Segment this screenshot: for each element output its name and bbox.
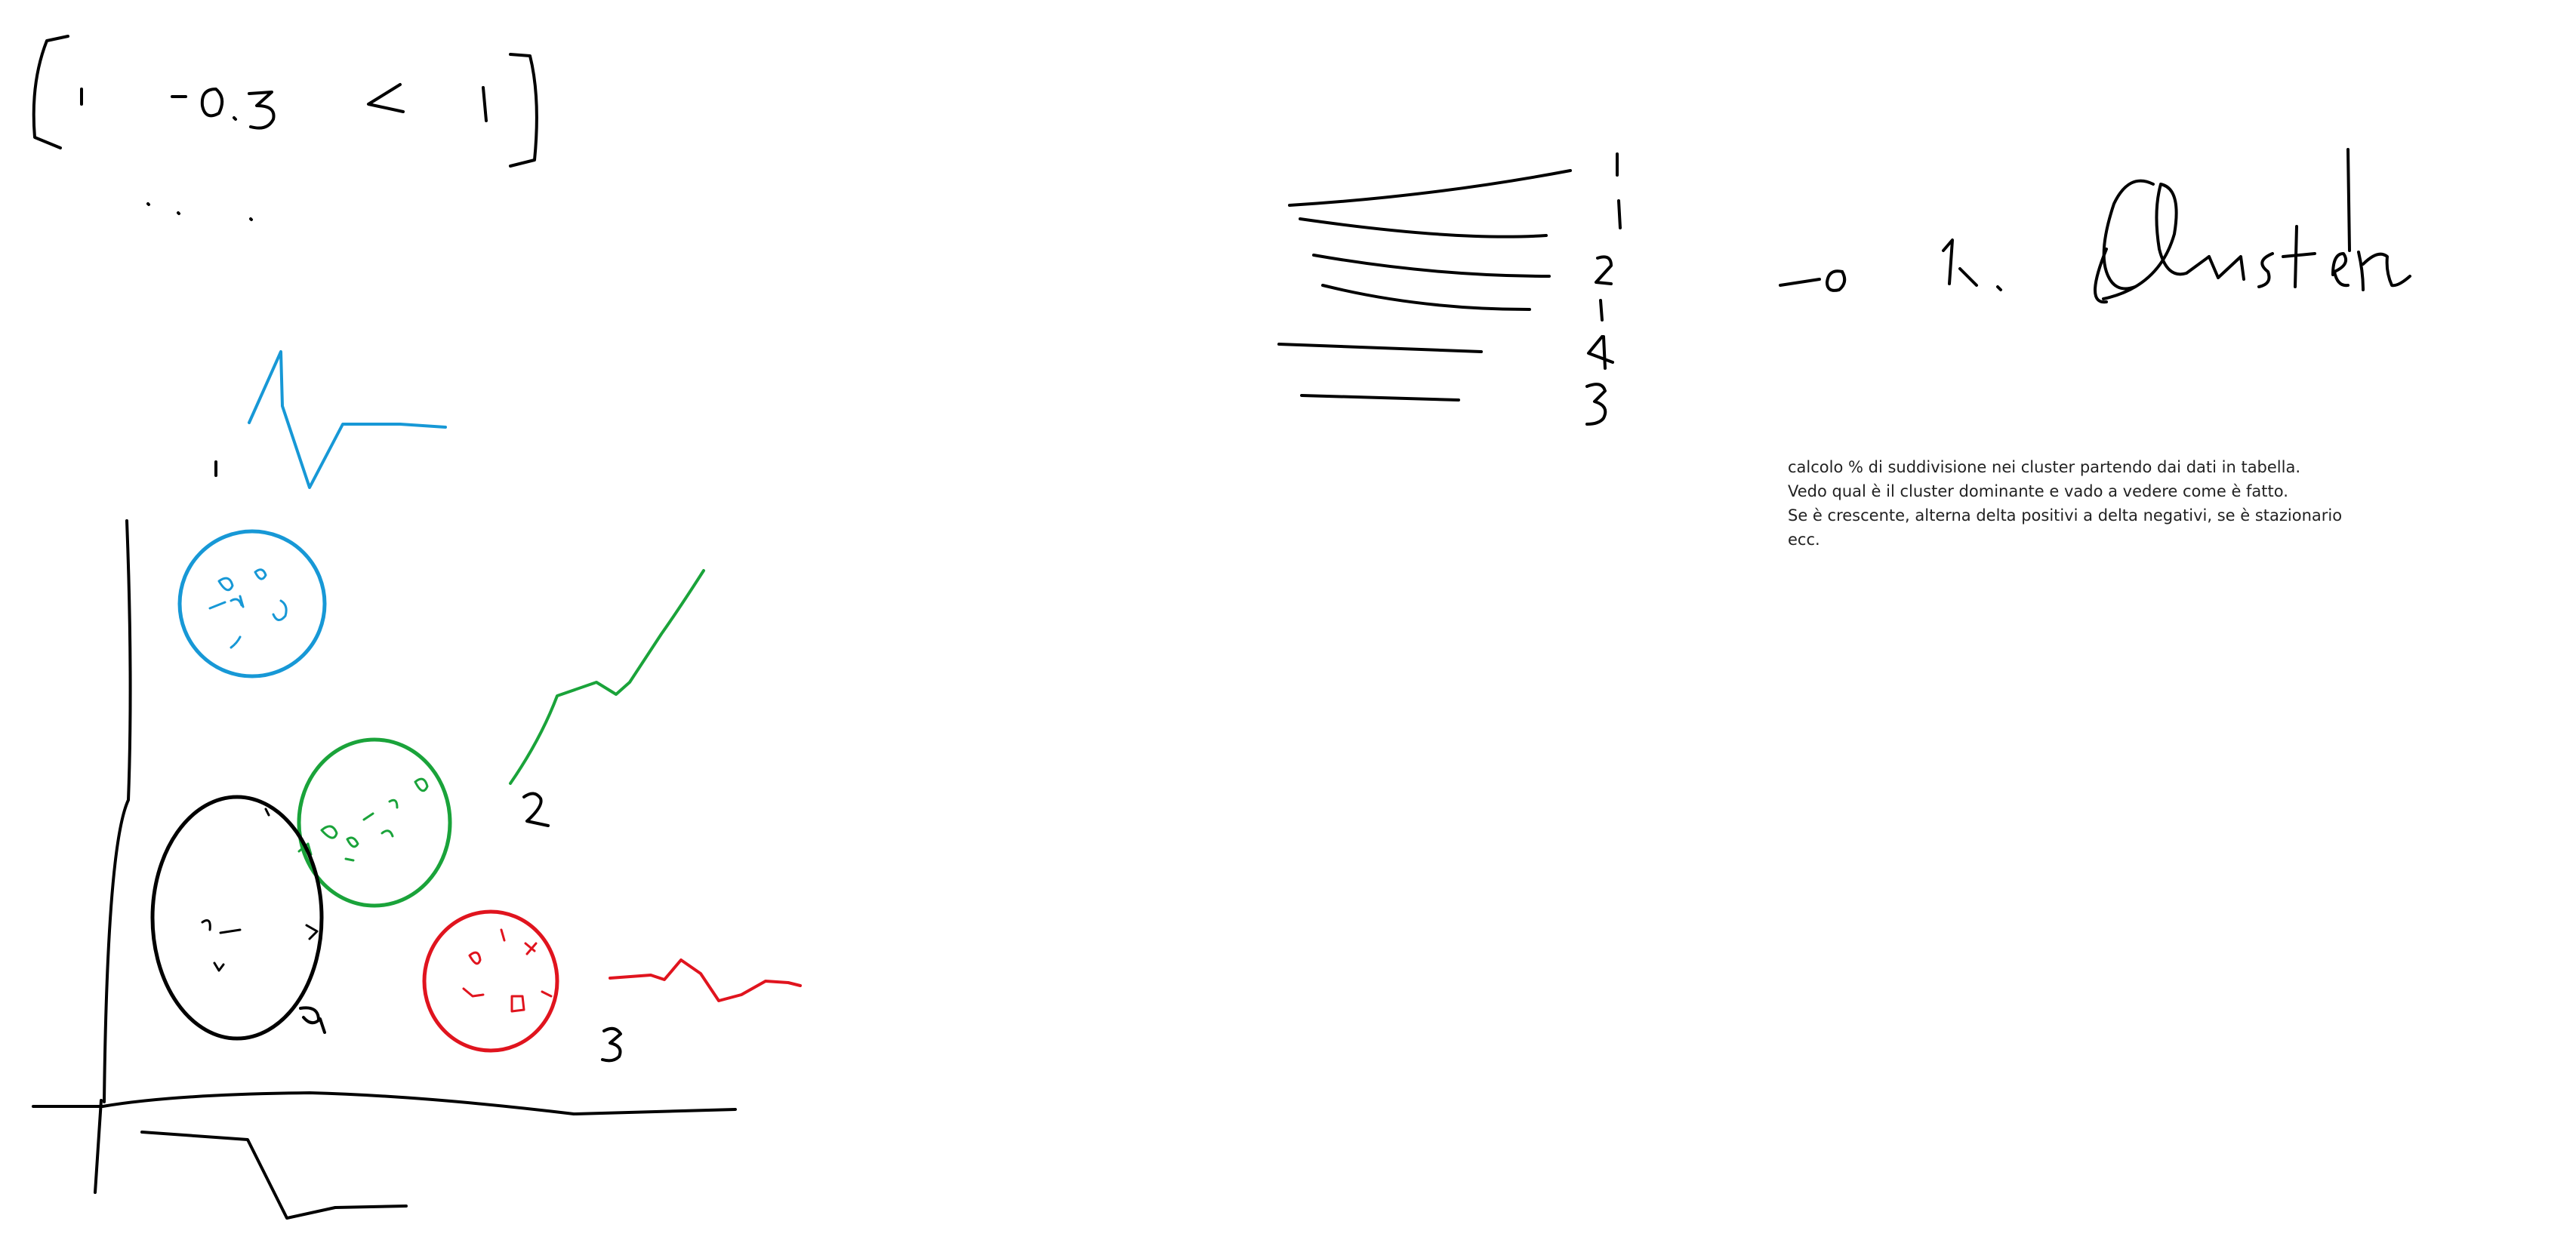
cluster-4 xyxy=(150,795,326,1041)
note-line-1: calcolo % di suddivisione nei cluster pa… xyxy=(1788,458,2301,476)
cluster-3 xyxy=(422,909,802,1063)
bar-label-2 xyxy=(1595,255,1613,285)
bar-4 xyxy=(1321,284,1531,311)
cluster-2-points xyxy=(297,777,429,862)
bar-label-4 xyxy=(1587,335,1614,370)
note-line-2: Vedo qual è il cluster dominante e vado … xyxy=(1788,482,2288,500)
explanation-note: calcolo % di suddivisione nei cluster pa… xyxy=(1788,455,2467,552)
note-line-3: Se è crescente, alterna delta positivi a… xyxy=(1788,506,2343,525)
handwritten-vector xyxy=(32,35,538,221)
cluster-3-circle xyxy=(422,909,559,1053)
cluster-1 xyxy=(177,350,447,678)
bar-2 xyxy=(1299,217,1548,238)
cluster-2-label xyxy=(522,792,550,827)
cluster-1-circle xyxy=(177,529,327,678)
cluster-1-points xyxy=(208,568,288,649)
percent-cluster-handwriting xyxy=(1779,148,2411,304)
cluster-2 xyxy=(297,569,705,908)
bar-label-1c xyxy=(1599,299,1604,322)
plot-axes xyxy=(32,519,737,1194)
bar-cluster-labels xyxy=(1585,152,1622,426)
cluster-3-points xyxy=(462,928,553,1013)
bar-6 xyxy=(1300,394,1460,402)
cluster-1-trend xyxy=(248,350,447,489)
cluster-3-label xyxy=(601,1026,622,1063)
cluster-2-trend xyxy=(509,569,705,785)
cluster-3-trend xyxy=(609,958,802,1002)
cluster-2-circle xyxy=(297,737,452,908)
note-line-4: ecc. xyxy=(1788,531,1820,549)
bar-3 xyxy=(1312,254,1551,278)
bar-label-1b xyxy=(1617,199,1622,229)
y-axis-tail xyxy=(94,1099,103,1194)
y-axis xyxy=(103,519,132,1103)
cluster-4-label xyxy=(299,1006,326,1034)
bar-label-3 xyxy=(1585,383,1607,426)
x-axis xyxy=(32,1091,737,1115)
cluster-4-trend xyxy=(140,1131,408,1220)
cluster-4-points xyxy=(201,808,319,972)
cluster-4-circle xyxy=(150,795,324,1041)
percentage-bars xyxy=(1277,169,1572,402)
bar-1 xyxy=(1288,169,1572,207)
bar-5 xyxy=(1277,343,1483,353)
